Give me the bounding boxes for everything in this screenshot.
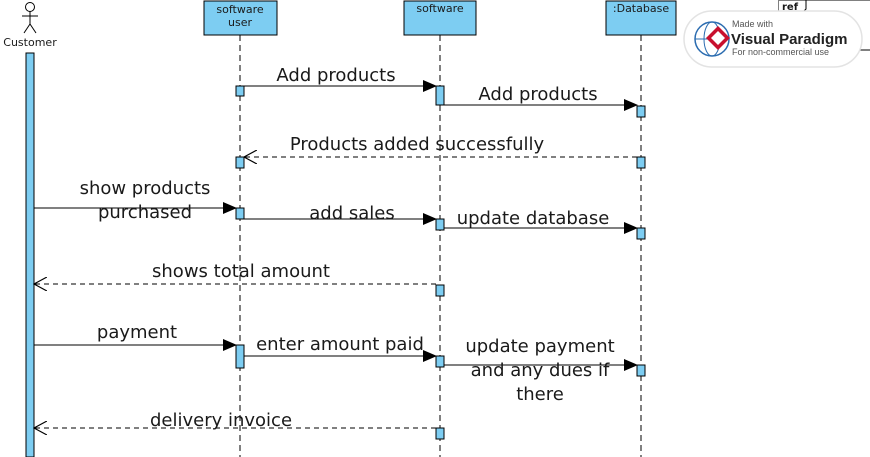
activation-box — [235, 85, 245, 97]
message-products-added-successfully[interactable]: Products added successfully — [244, 134, 637, 157]
message-payment[interactable]: payment — [34, 322, 237, 351]
badge-note: For non-commercial use — [732, 47, 829, 57]
badge-pill — [683, 10, 863, 68]
activation-box — [235, 207, 245, 220]
activation-box — [636, 156, 646, 169]
customer-actor[interactable]: Customer — [3, 2, 57, 50]
activation-box — [636, 227, 646, 240]
activation-box — [435, 218, 445, 231]
message-add-products-1[interactable]: Add products — [244, 65, 437, 92]
software-label: software — [416, 2, 463, 15]
message-add-sales[interactable]: add sales — [244, 203, 437, 225]
visual-paradigm-logo-icon — [694, 21, 730, 57]
software-user-head — [203, 0, 278, 36]
badge-brand: Visual Paradigm — [731, 31, 847, 48]
message-enter-amount-paid[interactable]: enter amount paid — [244, 334, 437, 362]
activation-box — [235, 156, 245, 169]
lifeline-software-user[interactable]: software user — [203, 0, 278, 36]
message-label: payment — [97, 322, 177, 343]
database-head — [605, 0, 677, 36]
ref-frame-label: ref — [782, 2, 799, 13]
software-head — [403, 0, 477, 36]
message-label-line1: show products — [80, 178, 211, 199]
message-label: Add products — [478, 84, 597, 105]
lifeline-software[interactable]: software — [403, 0, 477, 36]
activation-box — [636, 105, 646, 118]
lifeline-database[interactable]: :Database — [605, 0, 677, 36]
message-label: update database — [457, 208, 610, 229]
message-label-line1: update payment — [465, 336, 614, 357]
message-update-database[interactable]: update database — [444, 208, 638, 234]
activation-box — [435, 427, 445, 440]
message-label: enter amount paid — [256, 334, 424, 355]
message-label: Products added successfully — [290, 134, 545, 155]
message-label-line3: there — [516, 384, 564, 405]
message-label-line2: and any dues if — [471, 360, 610, 381]
software-user-label-line1: software — [216, 3, 263, 16]
message-show-products-purchased[interactable]: show products purchased — [34, 178, 237, 223]
stick-figure-icon — [22, 2, 38, 34]
message-shows-total-amount[interactable]: shows total amount — [34, 261, 436, 284]
activation-box — [435, 355, 445, 368]
message-label: delivery invoice — [150, 410, 292, 431]
message-label: Add products — [276, 65, 395, 86]
activation-box — [435, 284, 445, 297]
customer-label: Customer — [3, 36, 57, 49]
message-label: add sales — [309, 203, 394, 224]
message-label-line2: purchased — [98, 202, 192, 223]
activation-box — [435, 85, 445, 106]
activation-box — [235, 344, 245, 369]
database-label: :Database — [613, 2, 669, 15]
customer-activation-bar — [25, 52, 35, 457]
software-user-label-line2: user — [228, 16, 252, 29]
visual-paradigm-badge: Made with Visual Paradigm For non-commer… — [683, 10, 863, 68]
activation-boxes — [235, 85, 646, 440]
message-add-products-2[interactable]: Add products — [444, 84, 638, 111]
message-label: shows total amount — [152, 261, 330, 282]
message-update-payment[interactable]: update payment and any dues if there — [444, 336, 638, 405]
activation-box — [636, 364, 646, 377]
badge-made-with: Made with — [732, 19, 773, 29]
message-delivery-invoice[interactable]: delivery invoice — [34, 410, 436, 431]
